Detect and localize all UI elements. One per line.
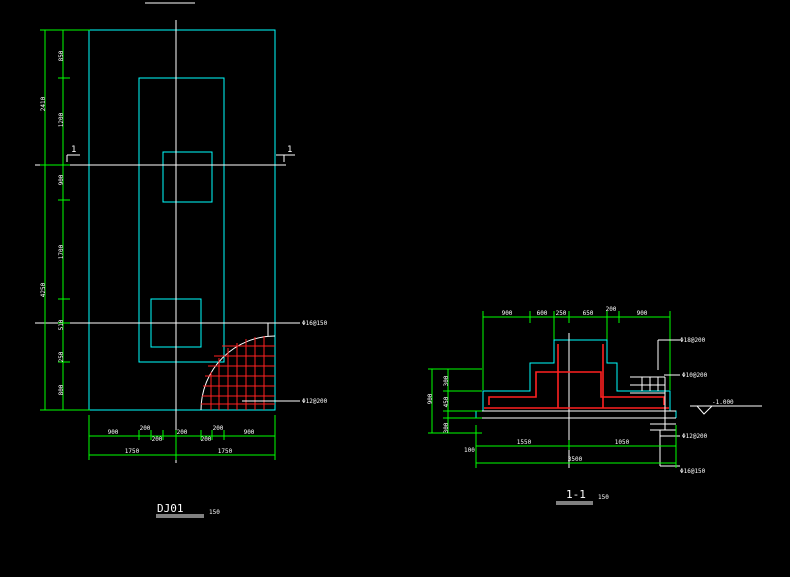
level-label: -1.000 [712, 399, 734, 406]
plan-left-dim-4: 1700 [58, 244, 65, 259]
plan-bottom-dimensions [88, 415, 276, 460]
plan-bottom-dim-7: 200 [201, 436, 212, 443]
plan-left-dimensions [40, 29, 90, 411]
plan-bottom-dim-1: 900 [108, 429, 119, 436]
plan-bottom-total-2: 1750 [218, 448, 233, 455]
section-mark-right: 1 [287, 145, 292, 155]
section-bottom-dim-2: 1050 [615, 439, 630, 446]
section-hatch [630, 376, 676, 431]
plan-bottom-dim-5: 900 [244, 429, 255, 436]
footing-outline [88, 29, 276, 411]
section-top-dim-6: 900 [637, 310, 648, 317]
section-rebar-label-4: Φ16@150 [680, 468, 706, 475]
section-left-dim-1: 300 [443, 375, 450, 386]
rebar-detail [200, 322, 300, 411]
plan-left-total-1: 2410 [40, 96, 47, 111]
plan-scale: 150 [209, 509, 220, 516]
plan-left-total-2: 4250 [40, 282, 47, 297]
plan-left-dim-6: 250 [58, 351, 65, 362]
section-rebar-label-1: Φ18@200 [680, 337, 706, 344]
section-rebar-label-3: Φ12@200 [682, 433, 708, 440]
section-left-dimensions [428, 368, 482, 434]
level-triangle [695, 405, 714, 415]
plan-left-dim-3: 900 [58, 174, 65, 185]
plan-left-dim-1: 850 [58, 50, 65, 61]
section-rebar-top [488, 371, 665, 405]
section-bottom-total: 3500 [568, 456, 583, 463]
rebar-detail-arc [200, 335, 276, 411]
section-top-dim-2: 600 [537, 310, 548, 317]
section-bottom-dimensions [475, 425, 677, 468]
plan-bottom-dim-2: 200 [140, 425, 151, 432]
plan-title: DJ01 [157, 502, 184, 515]
section-left-dim-3: 300 [443, 422, 450, 433]
pedestal-outline [138, 77, 225, 363]
section-left-dim-2: 450 [443, 396, 450, 407]
plan-view: 1 1 Φ16@ [35, 2, 328, 518]
section-footing-profile [475, 339, 677, 418]
section-mark-left: 1 [71, 145, 76, 155]
plan-left-dim-5: 510 [58, 319, 65, 330]
section-bottom-dim-1: 1550 [517, 439, 532, 446]
section-top-dim-5: 200 [606, 306, 617, 313]
plan-bottom-total-1: 1750 [125, 448, 140, 455]
section-top-dimensions [482, 311, 671, 390]
plan-rebar-bottom-label: Φ12@200 [302, 398, 328, 405]
section-top-dim-3: 250 [556, 310, 567, 317]
plan-bottom-dim-3: 200 [177, 429, 188, 436]
section-top-dim-1: 900 [502, 310, 513, 317]
section-title: 1-1 [566, 488, 586, 501]
plan-bottom-dim-6: 200 [152, 436, 163, 443]
section-left-total: 900 [427, 393, 434, 404]
plan-rebar-top-label: Φ16@150 [302, 320, 328, 327]
plan-left-dim-2: 1200 [58, 112, 65, 127]
plan-bottom-dim-4: 200 [213, 425, 224, 432]
section-pad-dim: 100 [464, 447, 475, 454]
section-view: 900 600 250 650 200 900 [427, 306, 762, 505]
section-top-dim-4: 650 [583, 310, 594, 317]
section-rebar [484, 344, 669, 409]
column-upper [162, 151, 213, 203]
section-rebar-label-2: Φ10@200 [682, 372, 708, 379]
plan-left-dim-7: 800 [58, 384, 65, 395]
section-scale: 150 [598, 494, 609, 501]
